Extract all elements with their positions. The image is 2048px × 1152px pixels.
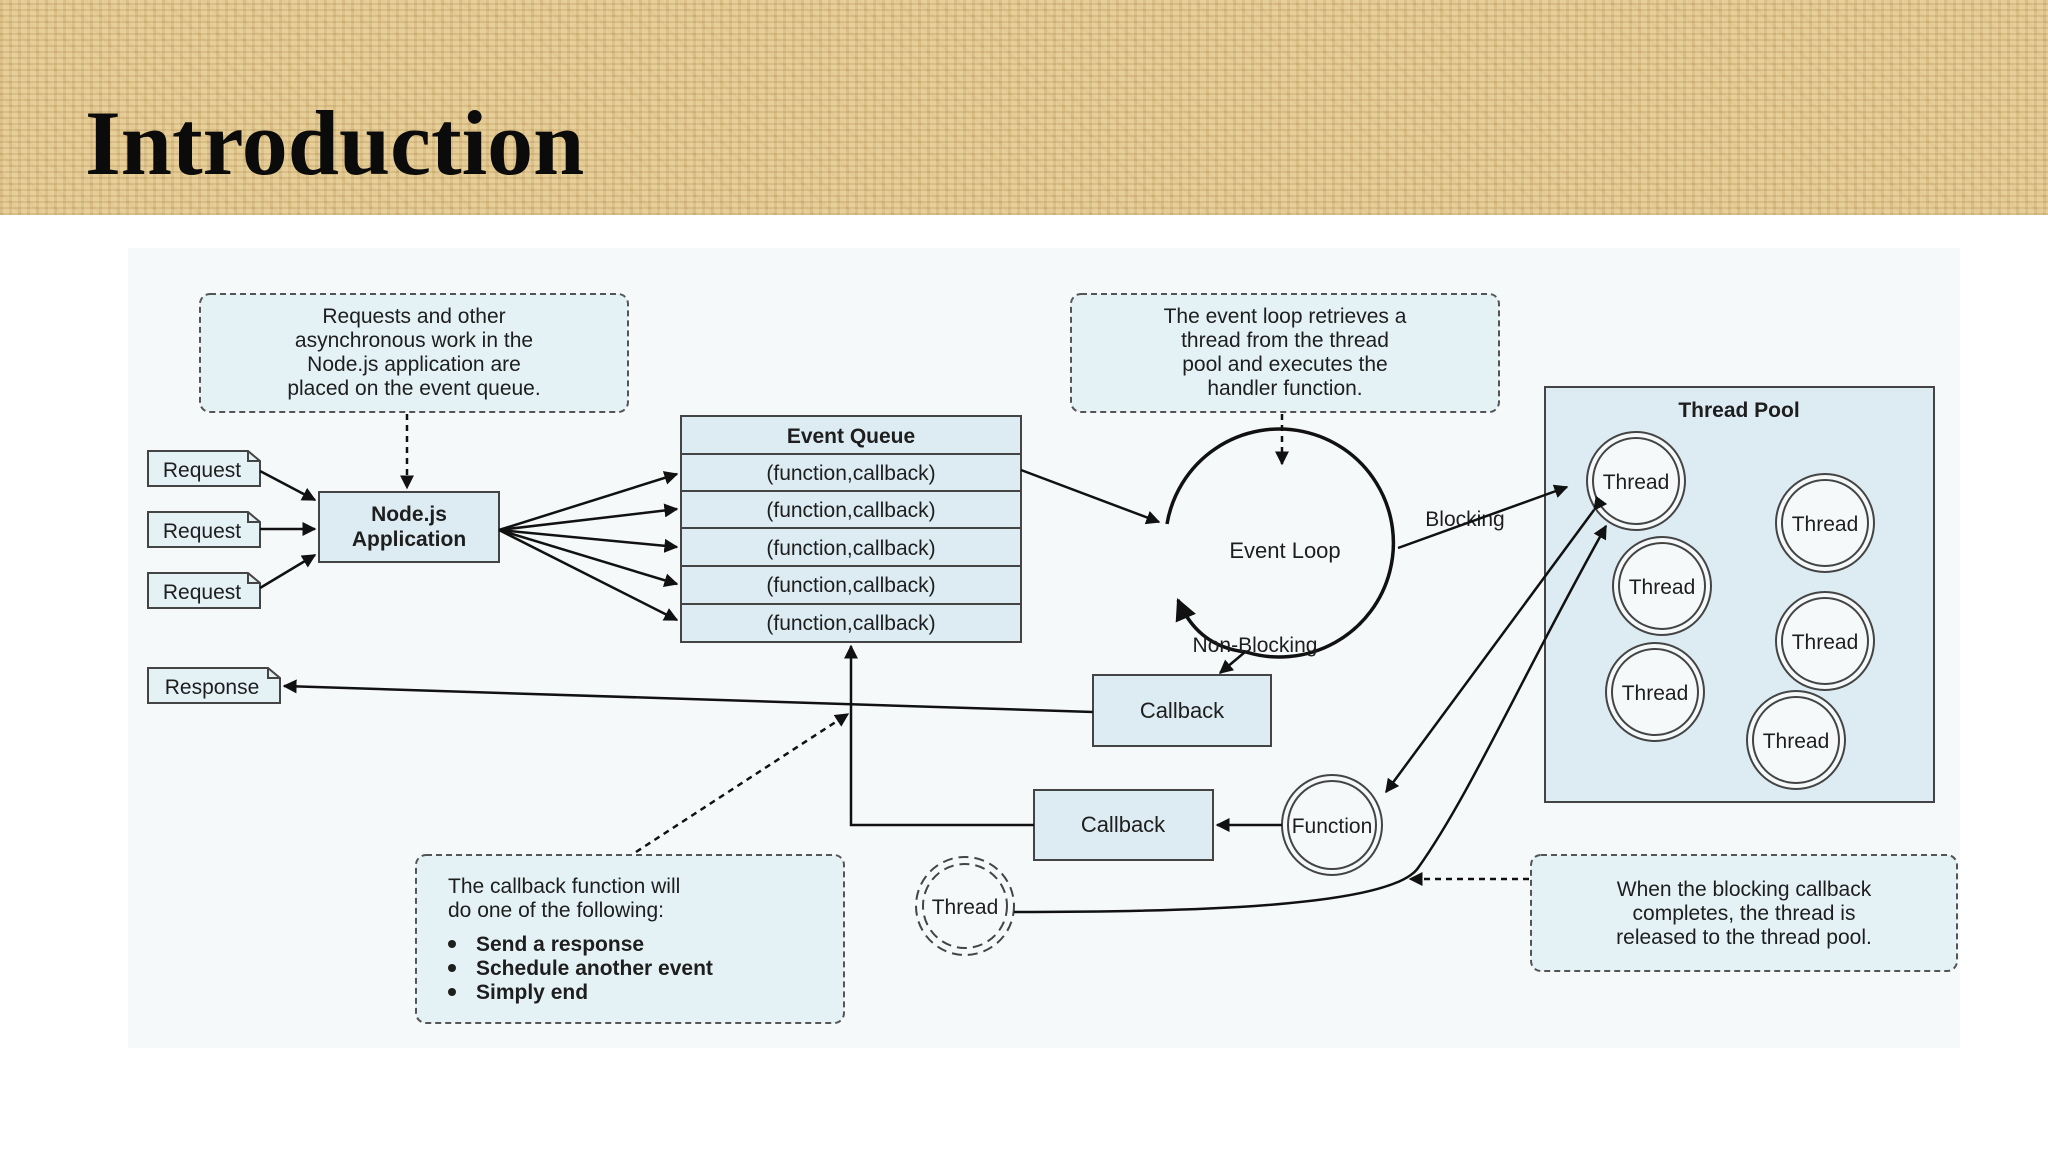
non-blocking-label: Non-Blocking [1193, 634, 1318, 657]
note-release-line: completes, the thread is [1633, 902, 1856, 925]
response-doc: Response [147, 667, 281, 704]
callback-box-non-blocking: Callback [1092, 674, 1272, 747]
event-loop-label: Event Loop [1229, 538, 1340, 563]
event-queue-title: Event Queue [787, 425, 915, 448]
note-release-line: released to the thread pool. [1616, 926, 1872, 949]
callback-box-blocking: Callback [1033, 789, 1214, 861]
thread-node: Thread [1775, 591, 1875, 691]
thread-node: Thread [1605, 642, 1705, 742]
thread-node: Thread [1586, 431, 1686, 531]
thread-node: Thread [1775, 473, 1875, 573]
note-callback-bullet: Schedule another event [476, 957, 713, 980]
title-banner [0, 0, 2048, 215]
note-thread-release: When the blocking callback completes, th… [1530, 854, 1958, 972]
event-loop: Event Loop [1165, 427, 1396, 659]
thread-label: Thread [1603, 471, 1670, 494]
thread-label: Thread [1792, 631, 1859, 654]
response-label: Response [165, 676, 260, 699]
blocking-label: Blocking [1425, 508, 1504, 531]
note-event-queue-line: asynchronous work in the [295, 329, 533, 352]
note-event-queue-line: Node.js application are [307, 353, 521, 376]
thread-node: Thread [1746, 690, 1846, 790]
nodejs-application-box: Node.js Application [318, 491, 500, 563]
note-event-queue-line: placed on the event queue. [287, 377, 540, 400]
request-label: Request [163, 581, 241, 604]
event-queue-item: (function,callback) [766, 612, 935, 635]
event-queue-item: (function,callback) [766, 537, 935, 560]
note-event-queue-line: Requests and other [322, 305, 505, 328]
thread-pool-title: Thread Pool [1678, 399, 1799, 422]
request-label: Request [163, 459, 241, 482]
note-callback: The callback function will do one of the… [415, 854, 845, 1024]
event-queue-item: (function,callback) [766, 499, 935, 522]
request-doc: Request [147, 572, 261, 609]
thread-label: Thread [1622, 682, 1689, 705]
thread-node: Thread [1612, 536, 1712, 636]
note-event-loop-line: handler function. [1207, 377, 1362, 400]
nodejs-application-label: Application [352, 528, 466, 551]
note-callback-bullet: Simply end [476, 981, 588, 1004]
note-callback-line: do one of the following: [448, 899, 664, 922]
thread-label: Thread [1792, 513, 1859, 536]
note-release-line: When the blocking callback [1617, 878, 1872, 901]
callback-label: Callback [1140, 698, 1225, 723]
note-event-loop: The event loop retrieves a thread from t… [1070, 293, 1500, 413]
request-label: Request [163, 520, 241, 543]
request-doc: Request [147, 511, 261, 548]
event-queue-item: (function,callback) [766, 574, 935, 597]
note-callback-bullet: Send a response [476, 933, 644, 956]
slide-title: Introduction [85, 92, 585, 194]
note-event-loop-line: thread from the thread [1181, 329, 1389, 352]
note-event-loop-line: The event loop retrieves a [1164, 305, 1407, 328]
function-node: Function [1281, 774, 1383, 876]
thread-pool: Thread Pool Thread Thread Thread Thread … [1544, 386, 1935, 803]
thread-label: Thread [1763, 730, 1830, 753]
callback-label: Callback [1081, 812, 1166, 837]
note-callback-line: The callback function will [448, 875, 680, 898]
note-event-loop-line: pool and executes the [1182, 353, 1388, 376]
nodejs-application-label: Node.js [371, 503, 447, 526]
function-label: Function [1292, 815, 1373, 838]
note-event-queue: Requests and other asynchronous work in … [199, 293, 629, 413]
event-queue: Event Queue (function,callback) (functio… [680, 415, 1022, 643]
connector-arrows [259, 414, 1608, 914]
released-thread: Thread [915, 856, 1015, 956]
released-thread-label: Thread [932, 896, 999, 919]
event-queue-item: (function,callback) [766, 462, 935, 485]
thread-label: Thread [1629, 576, 1696, 599]
request-doc: Request [147, 450, 261, 487]
